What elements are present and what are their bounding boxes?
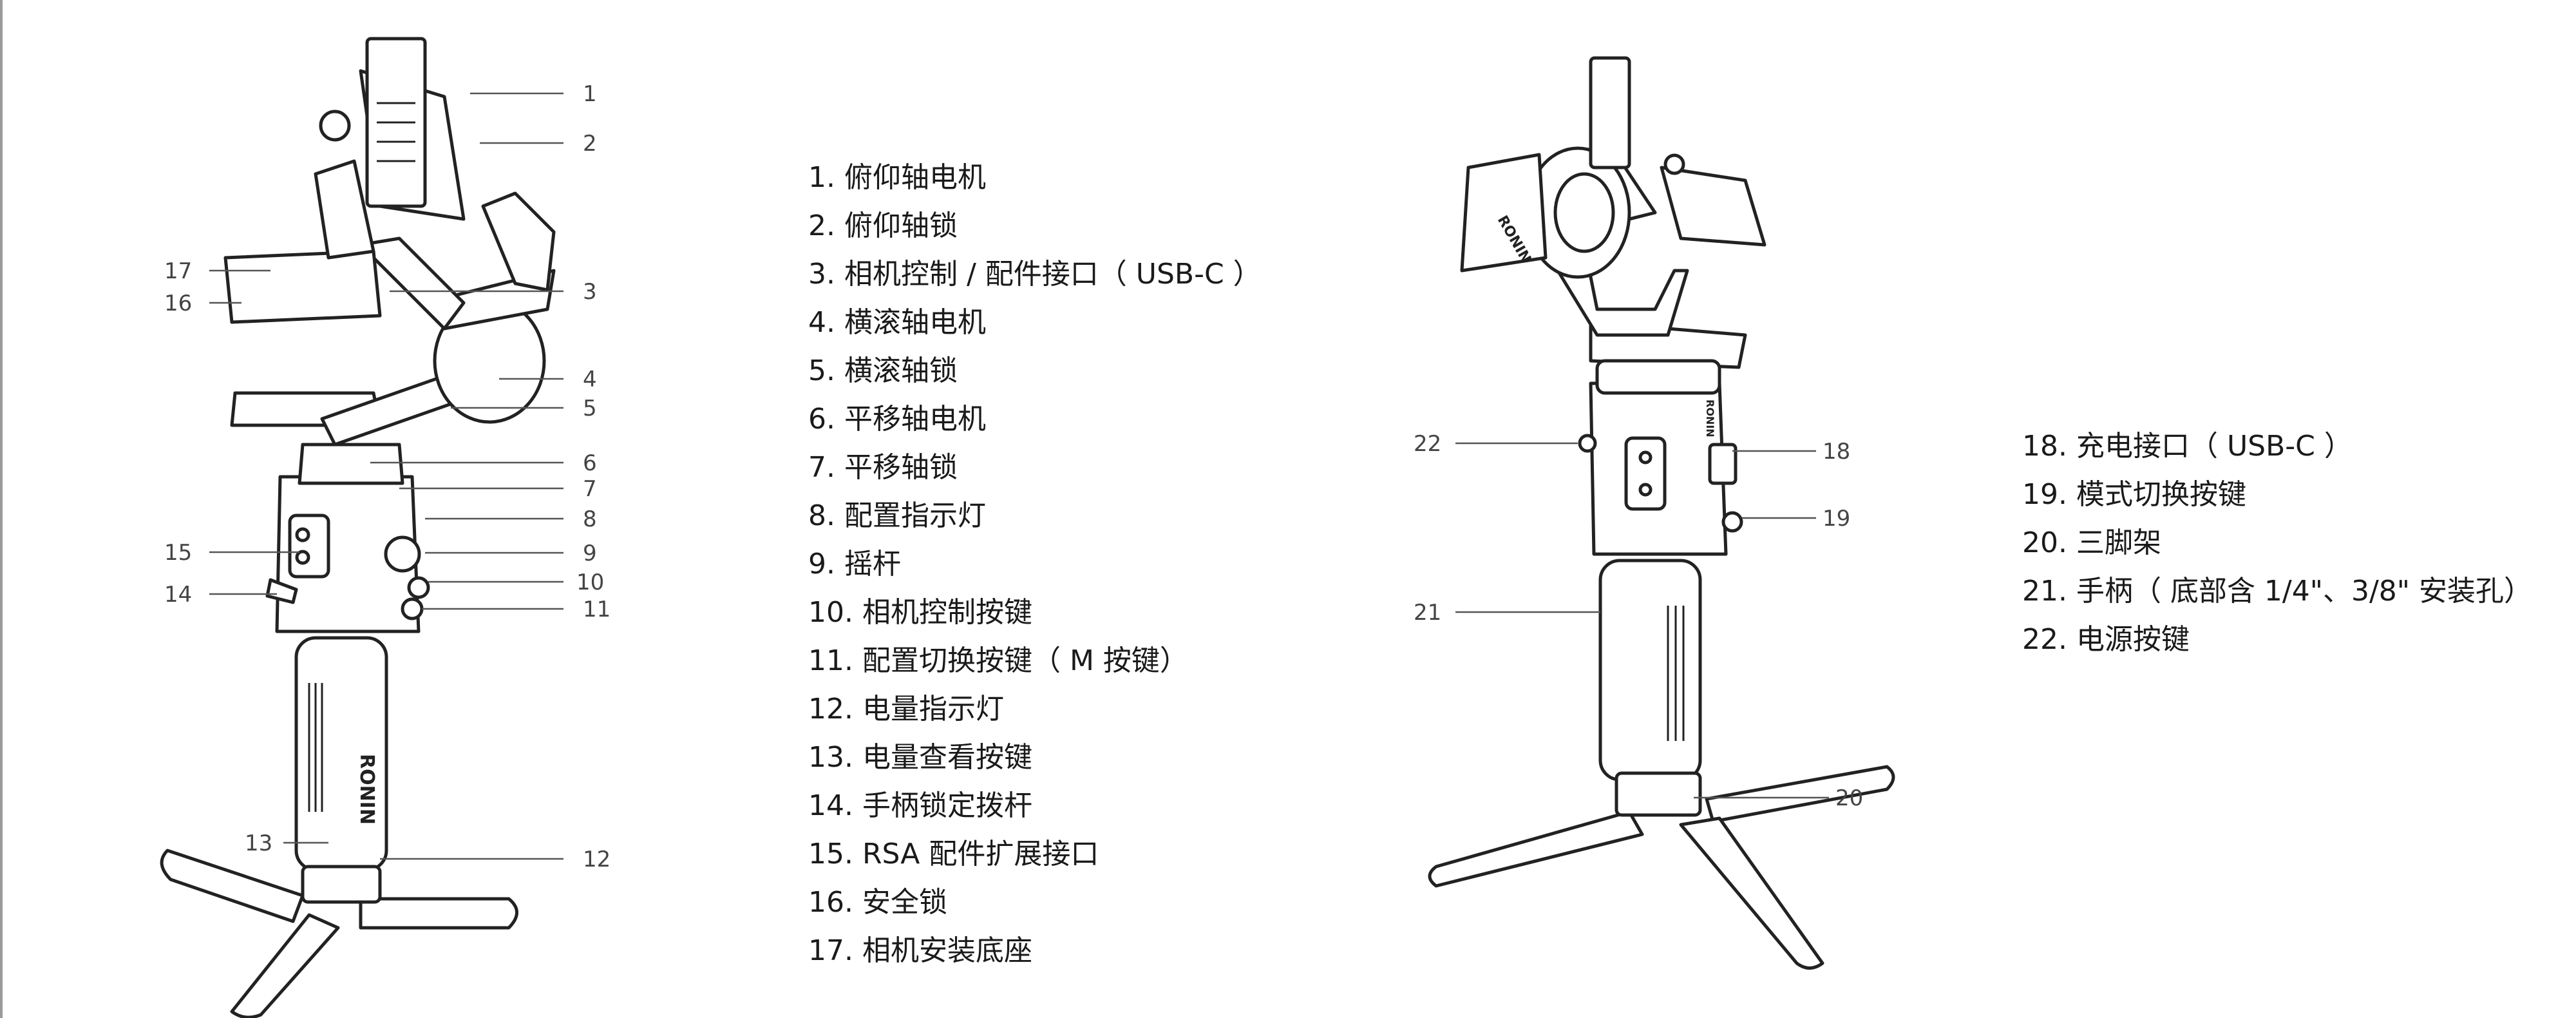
callout-16: 16 <box>164 291 192 316</box>
legend-item-21: 21. 手柄（ 底部含 1/4"、3/8" 安装孔） <box>2022 575 2533 608</box>
handle-right <box>1598 559 1702 817</box>
gimbal-side-illustration: RONIN RONIN 18 19 20 21 22 <box>1414 56 1895 970</box>
callout-17: 17 <box>164 258 192 284</box>
callout-7: 7 <box>583 476 597 502</box>
callout-15: 15 <box>164 540 192 566</box>
legend-item-1: 1. 俯仰轴电机 <box>808 161 986 194</box>
legend-item-5: 5. 横滚轴锁 <box>808 354 958 387</box>
legend-item-12: 12. 电量指示灯 <box>808 693 1004 725</box>
callout-5: 5 <box>583 396 597 421</box>
legend-item-19: 19. 模式切换按键 <box>2022 478 2246 511</box>
callout-21: 21 <box>1414 600 1441 626</box>
legend-item-11: 11. 配置切换按键（ M 按键） <box>808 644 1188 677</box>
callout-3: 3 <box>583 279 597 305</box>
callout-8: 8 <box>583 506 597 532</box>
legend-item-8: 8. 配置指示灯 <box>808 499 986 532</box>
callout-13: 13 <box>245 831 272 856</box>
callout-19: 19 <box>1823 506 1850 532</box>
legend-item-4: 4. 横滚轴电机 <box>808 306 986 339</box>
legend-item-7: 7. 平移轴锁 <box>808 451 958 484</box>
page-left-border <box>0 0 3 1018</box>
callout-9: 9 <box>583 541 597 566</box>
legend-item-20: 20. 三脚架 <box>2022 526 2161 559</box>
legend-item-3: 3. 相机控制 / 配件接口（ USB-C ） <box>808 258 1262 291</box>
legend-item-22: 22. 电源按键 <box>2022 623 2190 656</box>
legend-item-17: 17. 相机安装底座 <box>808 934 1032 967</box>
callout-20: 20 <box>1835 785 1863 811</box>
gimbal-head-right: RONIN <box>1460 56 1766 395</box>
legend-item-2: 2. 俯仰轴锁 <box>808 209 958 242</box>
callout-18: 18 <box>1823 439 1850 465</box>
control-body-left <box>265 475 430 633</box>
leader-lines-right <box>1455 442 1829 799</box>
handle-left: RONIN <box>294 636 388 904</box>
callout-6: 6 <box>583 450 597 476</box>
callout-10: 10 <box>576 570 604 595</box>
legend-item-15: 15. RSA 配件扩展接口 <box>808 838 1099 870</box>
callout-2: 2 <box>583 131 597 157</box>
callout-22: 22 <box>1414 431 1441 457</box>
legend-item-13: 13. 电量查看按键 <box>808 741 1032 774</box>
legend-left: 1. 俯仰轴电机 2. 俯仰轴锁 3. 相机控制 / 配件接口（ USB-C ）… <box>808 153 1262 975</box>
gimbal-head-left <box>223 37 556 485</box>
gimbal-front-illustration: RONIN <box>160 37 611 1018</box>
tripod-legs-right <box>1428 765 1895 970</box>
legend-item-6: 6. 平移轴电机 <box>808 403 986 436</box>
legend-item-10: 10. 相机控制按键 <box>808 596 1032 629</box>
legend-right: 18. 充电接口（ USB-C ） 19. 模式切换按键 20. 三脚架 21.… <box>2022 422 2532 664</box>
body-brand-text: RONIN <box>1704 399 1716 437</box>
control-body-right: RONIN <box>1578 381 1743 556</box>
legend-item-18: 18. 充电接口（ USB-C ） <box>2022 430 2353 463</box>
legend-item-9: 9. 摇杆 <box>808 548 901 581</box>
callout-4: 4 <box>583 367 597 392</box>
callout-1: 1 <box>583 81 597 107</box>
leader-lines-left <box>209 92 564 860</box>
callout-14: 14 <box>164 582 192 608</box>
handle-brand-text: RONIN <box>355 754 378 825</box>
callout-11: 11 <box>583 597 611 622</box>
callout-12: 12 <box>583 847 611 872</box>
legend-item-16: 16. 安全锁 <box>808 886 947 919</box>
callouts-right: 18 19 20 21 22 <box>1414 431 1863 811</box>
tripod-legs-left <box>160 849 518 1018</box>
legend-item-14: 14. 手柄锁定拨杆 <box>808 789 1032 822</box>
callouts-left: 1 2 3 4 5 6 7 8 9 10 11 12 13 14 15 16 1… <box>164 81 611 872</box>
